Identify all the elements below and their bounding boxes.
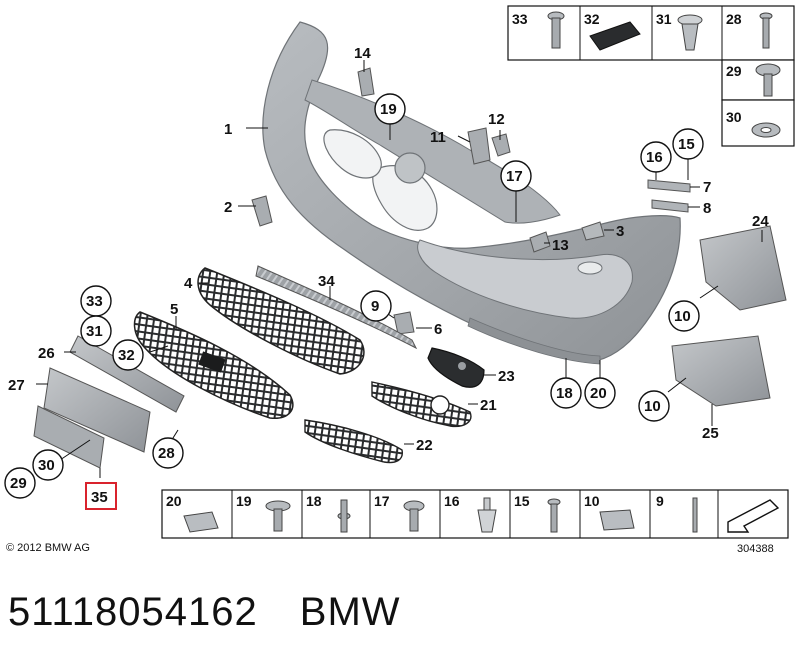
brand: BMW	[299, 590, 401, 634]
callout-35: 35	[91, 489, 108, 506]
callout-8: 8	[703, 200, 711, 217]
bolt-icon	[265, 500, 291, 532]
table-top-30: 30	[726, 109, 742, 125]
callout-27: 27	[8, 377, 25, 394]
callout-1: 1	[224, 121, 232, 138]
circled-callouts: 19 17 16 15 9 10 10 18 20 33 31 32 28 30…	[4, 93, 704, 499]
callout-25: 25	[702, 425, 719, 442]
callout-12: 12	[488, 111, 505, 128]
callout-30: 30	[38, 457, 55, 474]
callout-7: 7	[703, 179, 711, 196]
callout-19: 19	[380, 101, 397, 118]
bolt-icon	[755, 63, 781, 97]
diagram-id: 304388	[737, 543, 774, 555]
washer-icon	[751, 122, 781, 138]
part-25-side-bracket	[671, 335, 771, 407]
table-top-29: 29	[726, 63, 742, 79]
callout-17: 17	[506, 168, 523, 185]
callout-33: 33	[86, 293, 103, 310]
callout-14: 14	[354, 45, 371, 62]
callout-10-lower: 10	[644, 398, 661, 415]
table-bottom-15: 15	[514, 493, 530, 509]
part-14-bracket	[357, 67, 375, 97]
screw-icon	[547, 498, 561, 533]
callout-4: 4	[184, 275, 193, 292]
clip-icon	[677, 14, 703, 51]
part-24-side-bracket	[699, 225, 787, 311]
table-bottom-17: 17	[374, 493, 390, 509]
table-top-33: 33	[512, 11, 528, 27]
table-top-28: 28	[726, 11, 742, 27]
plastic-rivet-icon	[477, 497, 497, 533]
callout-13: 13	[552, 237, 569, 254]
part-5-lower-grille	[133, 311, 294, 419]
table-bottom-18: 18	[306, 493, 322, 509]
part-12-bracket	[491, 133, 511, 157]
callout-29: 29	[10, 475, 27, 492]
table-bottom-20: 20	[166, 493, 182, 509]
bottom-fastener-table: 20 19 18 17 16 15 10 9	[161, 489, 789, 539]
callout-31: 31	[86, 323, 103, 340]
arrow-icon	[727, 499, 780, 533]
callout-24: 24	[752, 213, 769, 230]
part-11-bracket	[467, 127, 491, 165]
callout-26: 26	[38, 345, 55, 362]
callout-3: 3	[616, 223, 624, 240]
callout-34: 34	[318, 273, 335, 290]
part-3-clip	[581, 221, 605, 241]
callout-23: 23	[498, 368, 515, 385]
callout-28: 28	[158, 445, 175, 462]
part-23-blank-cover	[427, 347, 485, 388]
top-fastener-table: 33 32 31 28 29 30	[507, 5, 795, 147]
part-4-upper-grille	[197, 267, 365, 375]
callout-15: 15	[678, 136, 695, 153]
highlighted-part-35[interactable]: 35	[85, 482, 117, 510]
leader-lines	[36, 60, 763, 478]
part-21-fog-bezel	[371, 381, 472, 428]
part-27-plate-base	[43, 367, 151, 453]
table-bottom-10: 10	[584, 493, 600, 509]
table-bottom-19: 19	[236, 493, 252, 509]
callout-32: 32	[118, 347, 135, 364]
bolt-icon	[403, 500, 425, 532]
clip-nut-icon	[183, 511, 219, 533]
callout-9: 9	[371, 298, 379, 315]
rivet-icon	[337, 499, 351, 533]
part-22-lower-bezel	[304, 419, 403, 464]
part-7-strip	[647, 179, 691, 193]
pad-icon	[589, 21, 641, 51]
callout-18: 18	[556, 385, 573, 402]
screw-icon	[547, 11, 565, 49]
part-number: 51118054162	[8, 590, 258, 634]
part-6-clip	[393, 311, 415, 335]
callout-21: 21	[480, 397, 497, 414]
copyright: © 2012 BMW AG	[6, 542, 90, 554]
part-26-plate-frame	[69, 335, 185, 413]
callout-16: 16	[646, 149, 663, 166]
bumper-cover	[262, 21, 681, 365]
callout-5: 5	[170, 301, 178, 318]
part-caption: 51118054162 BMW	[8, 590, 401, 635]
table-top-32: 32	[584, 11, 600, 27]
table-bottom-16: 16	[444, 493, 460, 509]
part-13-clip	[529, 231, 551, 253]
callout-2: 2	[224, 199, 232, 216]
callout-10-upper: 10	[674, 308, 691, 325]
table-bottom-9: 9	[656, 493, 664, 509]
pin-icon	[692, 497, 698, 533]
table-top-31: 31	[656, 11, 672, 27]
callout-6: 6	[434, 321, 442, 338]
clip-nut-icon	[599, 509, 635, 531]
callout-11: 11	[430, 129, 446, 146]
callout-22: 22	[416, 437, 433, 454]
part-34-strip	[255, 265, 418, 350]
screw-icon	[759, 12, 773, 49]
part-2-clip	[251, 195, 273, 227]
part-8-strip	[651, 199, 689, 213]
callout-20: 20	[590, 385, 607, 402]
